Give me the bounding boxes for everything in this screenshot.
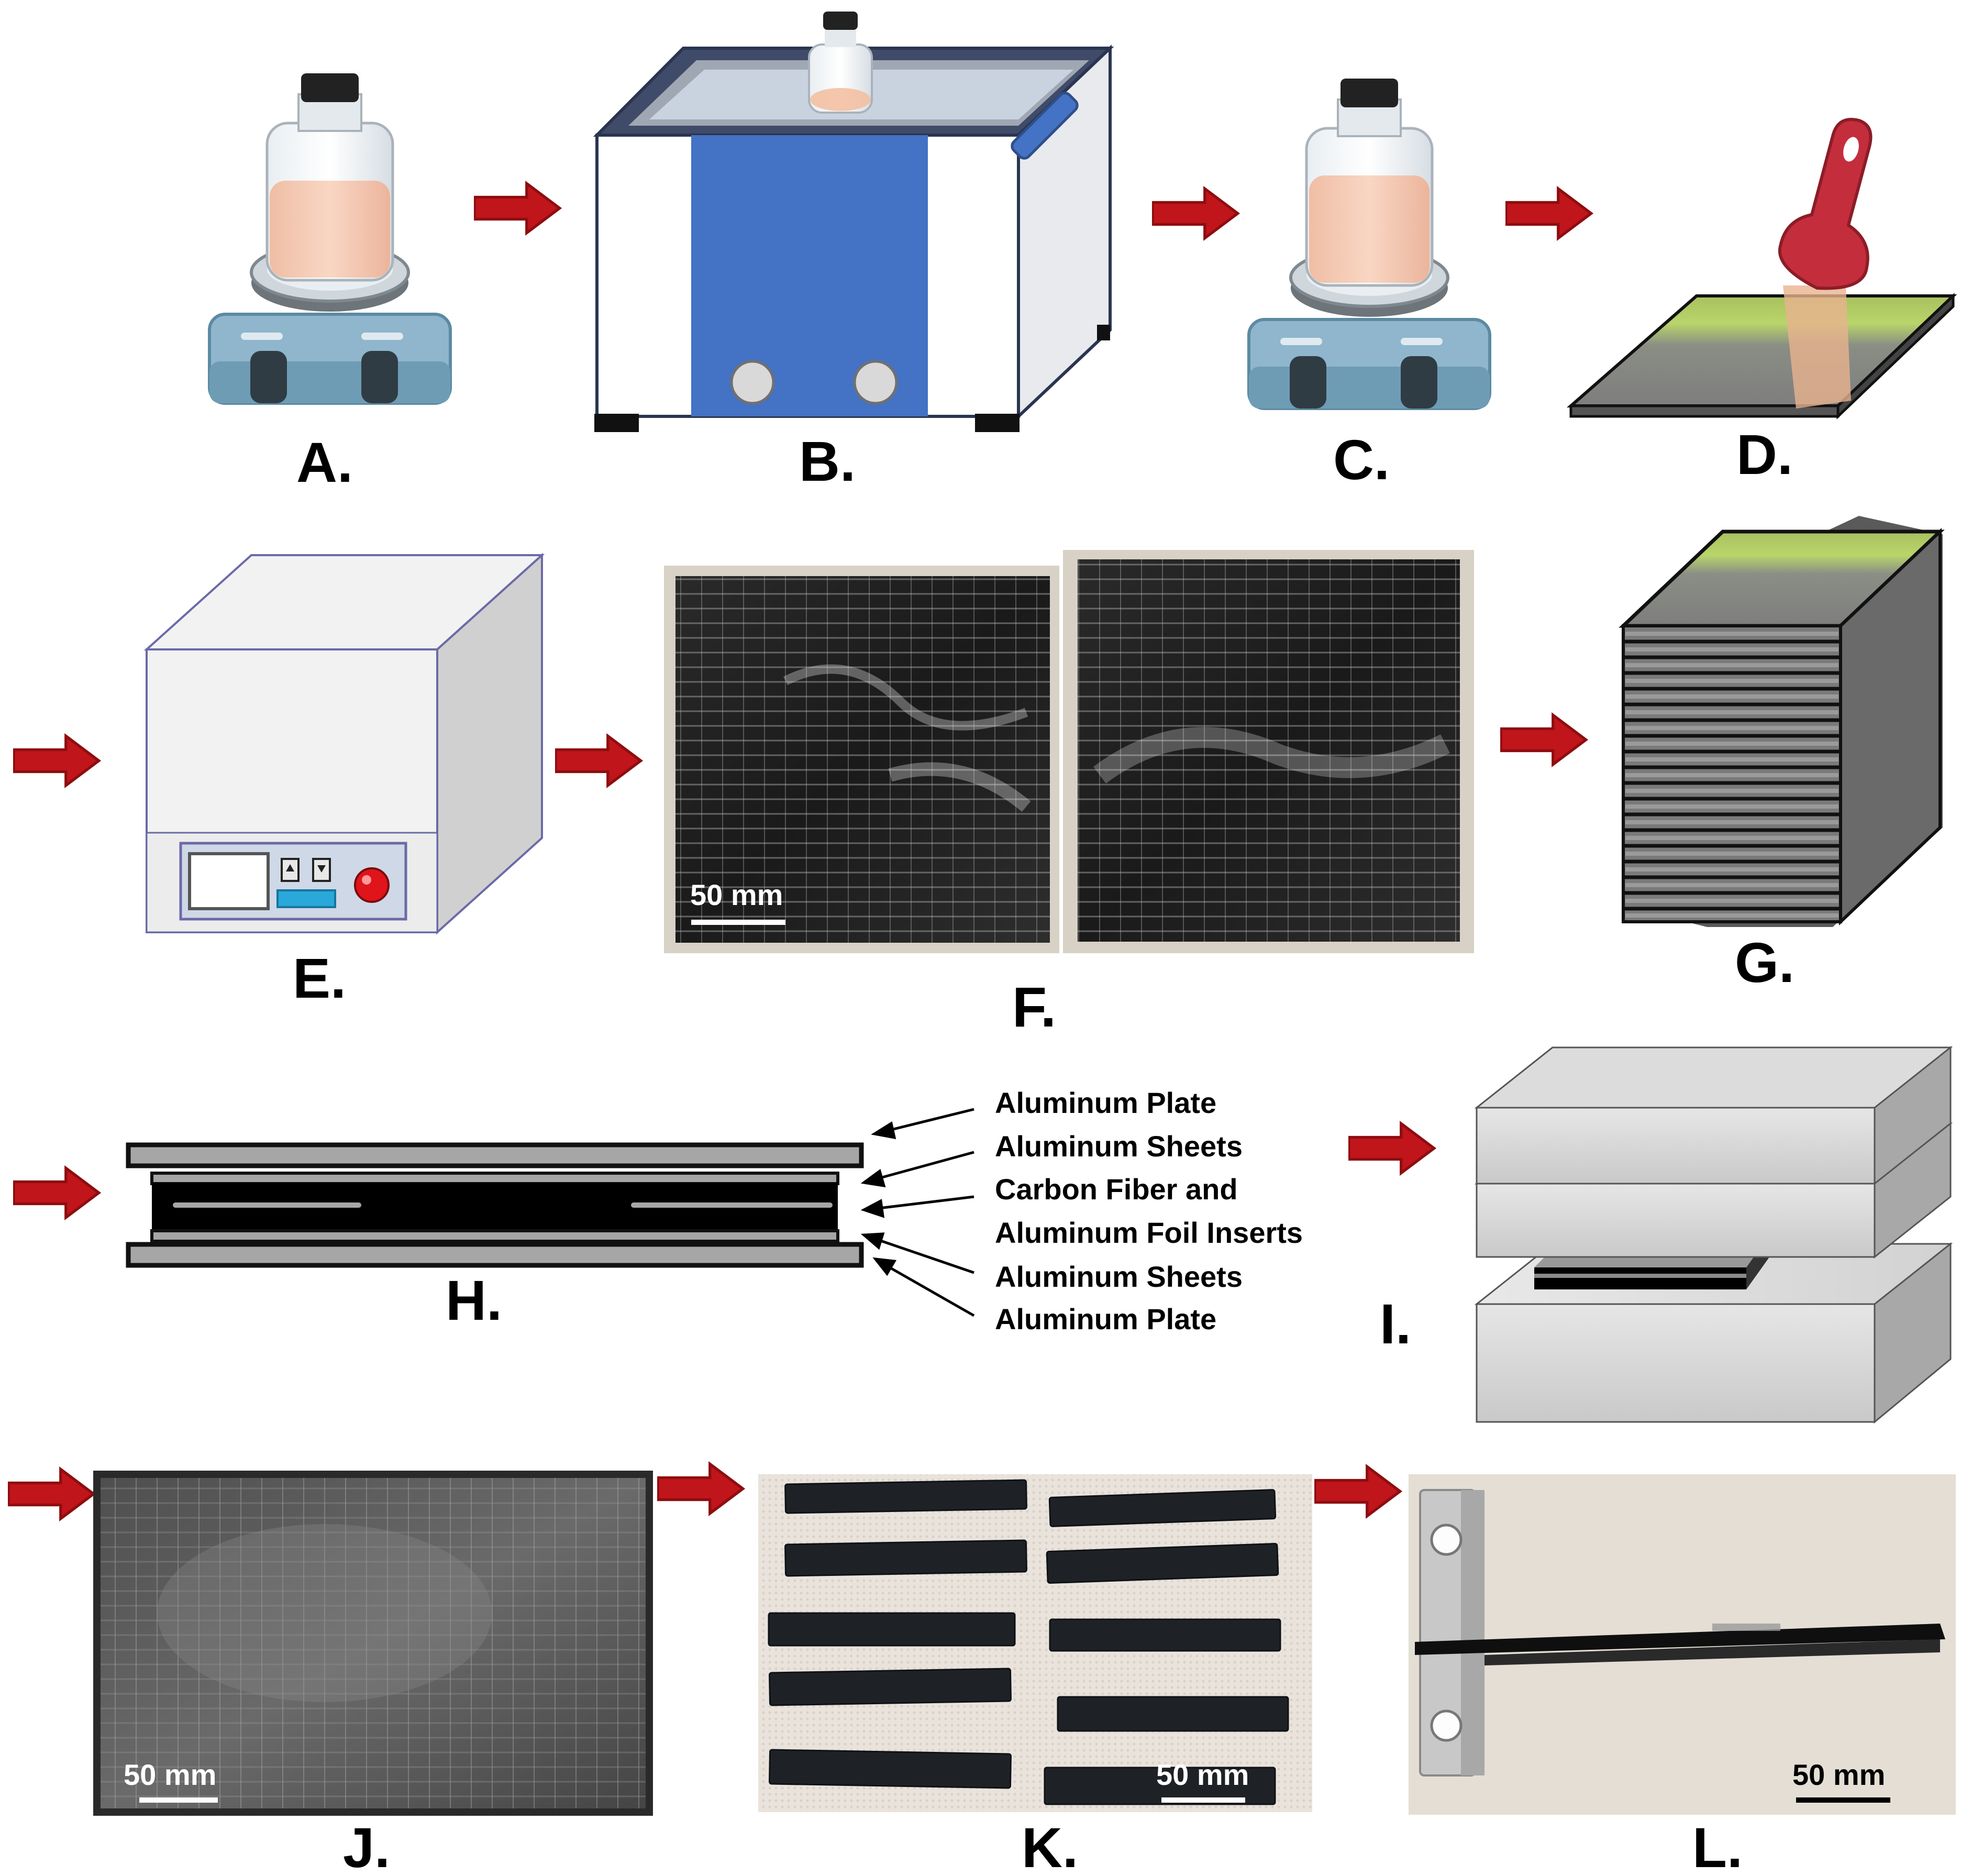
callout-carbon-fiber: Carbon Fiber and — [995, 1173, 1238, 1206]
hotplate-stirrer-c — [1247, 79, 1491, 410]
layup-stack-g — [1619, 516, 1945, 927]
panel-label-h: H. — [446, 1268, 502, 1332]
panel-label-l: L. — [1692, 1816, 1743, 1876]
panel-label-f: F. — [1012, 975, 1056, 1039]
scale-bar-l: 50 mm — [1792, 1758, 1890, 1803]
brush-on-sheet-d — [1567, 118, 1957, 420]
cut-specimens-photo-k — [758, 1474, 1312, 1812]
callout-aluminum-plate-bottom: Aluminum Plate — [995, 1303, 1216, 1336]
arrow-c-d — [1506, 189, 1591, 238]
scale-bar-label: 50 mm — [124, 1758, 216, 1791]
callout-foil-inserts: Aluminum Foil Inserts — [995, 1216, 1303, 1249]
scale-bar-label: 50 mm — [1156, 1758, 1249, 1791]
prepreg-photo-left — [664, 566, 1059, 953]
dcb-specimen-photo-l — [1409, 1474, 1956, 1815]
ultrasonic-bath-b — [593, 12, 1114, 432]
cured-laminate-photo-j — [93, 1471, 653, 1816]
callout-arrows — [860, 1108, 975, 1317]
panel-label-d: D. — [1736, 423, 1793, 486]
arrow-a-b — [474, 183, 560, 233]
arrow-b-c — [1153, 189, 1238, 238]
panel-label-b: B. — [799, 429, 856, 493]
hot-press-i — [1474, 1045, 1953, 1424]
panel-label-g: G. — [1735, 931, 1794, 994]
arrow-to-e — [14, 736, 99, 786]
arrow-j-k — [658, 1464, 743, 1514]
prepreg-photo-right — [1063, 550, 1474, 953]
arrow-to-h — [14, 1168, 99, 1218]
panel-label-e: E. — [293, 946, 346, 1010]
panel-label-k: K. — [1022, 1816, 1078, 1876]
panel-label-i: I. — [1380, 1292, 1411, 1355]
panel-label-j: J. — [343, 1816, 390, 1876]
arrow-h-i — [1349, 1123, 1434, 1173]
panel-label-c: C. — [1333, 428, 1390, 491]
arrow-f-g — [1501, 715, 1586, 765]
layup-cross-section-h — [126, 1142, 864, 1268]
arrow-to-j — [8, 1469, 94, 1519]
callout-aluminum-plate-top: Aluminum Plate — [995, 1086, 1216, 1119]
arrow-k-l — [1315, 1466, 1400, 1516]
callout-aluminum-sheets-top: Aluminum Sheets — [995, 1130, 1243, 1163]
scale-bar-label: 50 mm — [690, 878, 783, 911]
panel-label-a: A. — [296, 431, 353, 494]
scale-bar-label: 50 mm — [1792, 1758, 1885, 1791]
hotplate-stirrer-a — [208, 73, 452, 405]
arrow-e-f — [556, 736, 641, 786]
oven-e — [143, 553, 545, 935]
callout-aluminum-sheets-bottom: Aluminum Sheets — [995, 1260, 1243, 1293]
scale-bar-k: 50 mm — [1156, 1758, 1249, 1803]
scale-bar-j: 50 mm — [124, 1758, 218, 1803]
scale-bar-f: 50 mm — [690, 878, 785, 925]
